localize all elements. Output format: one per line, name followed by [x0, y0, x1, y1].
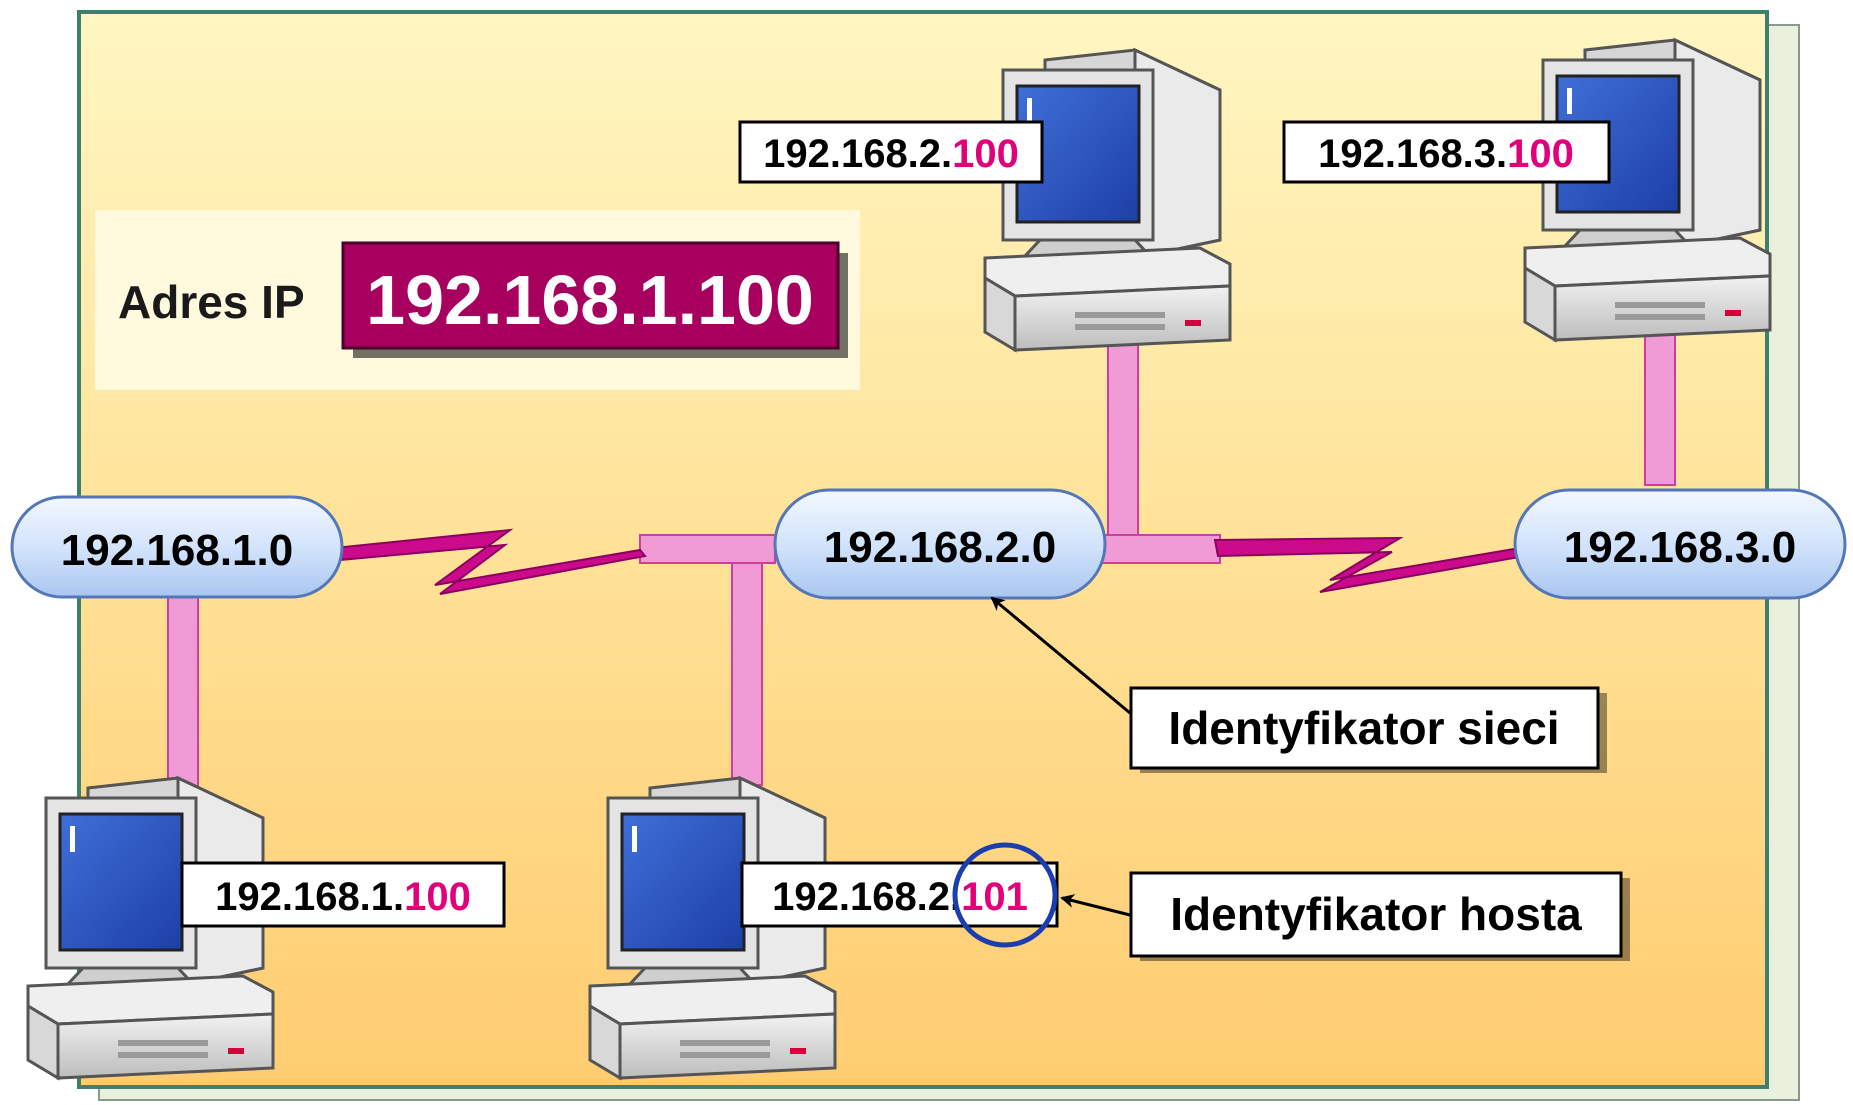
callout-host-id: Identyfikator hosta [1060, 871, 1630, 961]
computer-bottom-center-icon [588, 776, 837, 1080]
callout-network-id: Identyfikator sieci [990, 596, 1607, 773]
svg-text:192.168.3.100: 192.168.3.100 [1318, 132, 1574, 176]
network-id-arrow [990, 596, 1131, 715]
address-value: 192.168.1.100 [366, 261, 814, 339]
network-1-label: 192.168.1.0 [61, 526, 293, 575]
svg-text:192.168.1.100: 192.168.1.100 [215, 875, 471, 919]
network-2-label: 192.168.2.0 [824, 523, 1056, 572]
network-cloud-2: 192.168.2.0 [773, 488, 1107, 600]
host-id-label: Identyfikator hosta [1170, 888, 1582, 940]
host-label-bottom-left: 192.168.1.100 [180, 861, 506, 928]
computer-top-center-icon [983, 48, 1232, 352]
host-top-right-suffix: 100 [1507, 132, 1574, 176]
svg-text:192.168.2.101: 192.168.2.101 [772, 875, 1028, 919]
network-cloud-1: 192.168.1.0 [10, 495, 344, 599]
address-value-box: 192.168.1.100 [341, 241, 848, 358]
host-bottom-center-prefix: 192.168.2. [772, 875, 961, 919]
host-top-center-prefix: 192.168.2. [763, 132, 952, 176]
computer-bottom-left-icon [26, 776, 275, 1080]
host-top-center-suffix: 100 [952, 132, 1019, 176]
network-3-label: 192.168.3.0 [1564, 523, 1796, 572]
computer-top-right-icon [1523, 38, 1772, 342]
host-bottom-center-suffix: 101 [961, 875, 1028, 919]
svg-text:192.168.2.100: 192.168.2.100 [763, 132, 1019, 176]
network-links [167, 304, 1676, 793]
host-label-top-center: 192.168.2.100 [738, 120, 1044, 184]
host-bottom-left-prefix: 192.168.1. [215, 875, 404, 919]
host-label-bottom-center: 192.168.2.101 [740, 861, 1059, 928]
network-cloud-3: 192.168.3.0 [1513, 488, 1847, 600]
host-id-arrow [1060, 894, 1131, 917]
address-label: Adres IP [118, 276, 305, 328]
host-top-right-prefix: 192.168.3. [1318, 132, 1507, 176]
host-id-highlight-circle [952, 842, 1058, 948]
wan-link-1-2 [313, 528, 647, 595]
host-bottom-left-suffix: 100 [404, 875, 471, 919]
host-label-top-right: 192.168.3.100 [1282, 120, 1611, 184]
network-id-label: Identyfikator sieci [1168, 702, 1559, 754]
